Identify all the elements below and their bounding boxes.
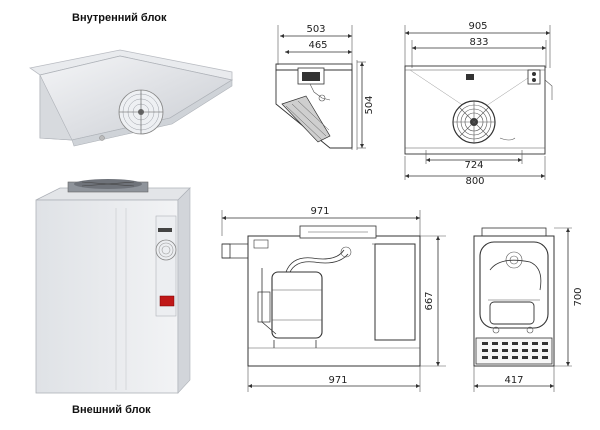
dim-front-bottom-inner: 724 [464, 160, 483, 171]
dim-outdoor-side-width: 417 [504, 375, 523, 386]
outdoor-front-view: 971 971 667 [221, 206, 446, 392]
dim-side-top-inner: 465 [308, 40, 327, 51]
dim-outdoor-front-bottom: 971 [328, 375, 347, 386]
dim-outdoor-front-top: 971 [310, 206, 329, 217]
dim-front-bottom-overall: 800 [465, 176, 484, 187]
indoor-front-view: 905 833 724 800 [404, 21, 553, 187]
dim-front-top-overall: 905 [468, 21, 487, 32]
dim-side-top-overall: 503 [306, 24, 325, 35]
dim-outdoor-side-height: 700 [573, 287, 584, 306]
outdoor-unit-photo [35, 179, 191, 394]
indoor-unit-photo [29, 49, 234, 147]
dim-front-top-inner: 833 [469, 37, 488, 48]
dim-side-height: 504 [364, 95, 375, 114]
indoor-side-view: 503 465 504 [275, 24, 375, 150]
dim-outdoor-front-height: 667 [424, 291, 435, 310]
outdoor-unit-title: Внешний блок [72, 404, 151, 416]
indoor-unit-title: Внутренний блок [72, 12, 167, 24]
outdoor-side-view: 700 417 [473, 227, 584, 392]
